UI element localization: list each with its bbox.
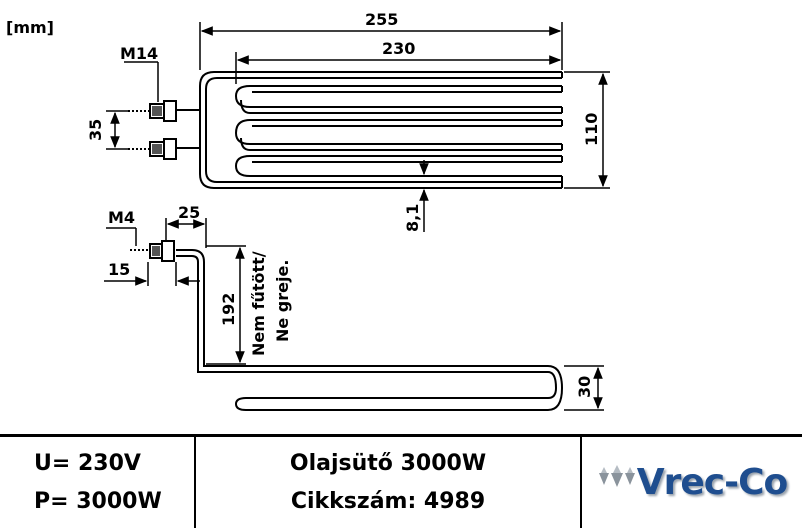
dim-terminal-length: 15 [108, 260, 130, 279]
brand-logo: Vrec-Co [582, 437, 802, 528]
heating-tube-middle-1 [234, 85, 562, 108]
heating-tube-outer [199, 71, 562, 189]
dim-heated-length: 230 [382, 39, 415, 58]
dim-tube-gap: 8,1 [403, 204, 422, 232]
power-spec: P= 3000W [34, 488, 162, 514]
unheated-note-line2: Ne greje. [273, 260, 292, 342]
dim-lines-side [104, 218, 604, 411]
dim-terminal-spacing: 35 [86, 119, 105, 141]
terminal-top [128, 100, 177, 122]
dim-bend-height: 30 [575, 376, 594, 398]
dim-terminal-offset: 25 [178, 203, 200, 222]
terminal-side [130, 240, 175, 262]
dim-height: 110 [582, 113, 601, 146]
info-bar: U= 230V P= 3000W Olajsütő 3000W Cikkszám… [0, 434, 802, 528]
terminal-bottom [128, 138, 177, 160]
heating-tube-middle-3 [234, 155, 562, 177]
top-view [176, 71, 563, 189]
heating-tube-middle-2 [234, 119, 562, 145]
mountain-peaks-icon [598, 464, 635, 487]
thread-label-m4: M4 [108, 208, 135, 227]
dim-overall-length: 255 [365, 10, 398, 29]
side-view [176, 249, 564, 411]
product-name: Olajsütő 3000W [289, 450, 487, 476]
unheated-note-line1: Nem fűtött/ [249, 251, 268, 356]
brand-name: Vrec-Co [636, 461, 788, 503]
electrical-specs: U= 230V P= 3000W [0, 437, 196, 528]
units-label: [mm] [6, 18, 54, 37]
dim-unheated-length: 192 [219, 293, 238, 326]
article-number: Cikkszám: 4989 [290, 488, 486, 514]
voltage-spec: U= 230V [34, 450, 141, 476]
dim-lines-top [106, 22, 610, 232]
product-info: Olajsütő 3000W Cikkszám: 4989 [196, 437, 582, 528]
heating-tube-side [176, 249, 564, 411]
thread-label-m14: M14 [120, 44, 158, 63]
